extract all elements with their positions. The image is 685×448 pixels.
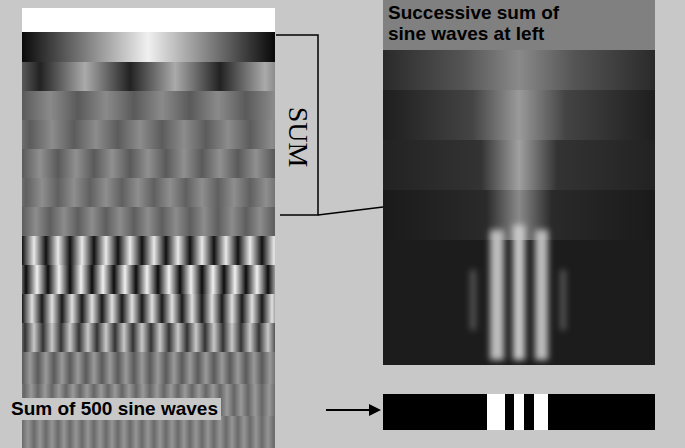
bracket-label: SUM (283, 97, 313, 177)
panel-title: Successive sum of sine waves at left (388, 2, 593, 44)
callout-label: Sum of 500 sine waves (8, 398, 221, 420)
